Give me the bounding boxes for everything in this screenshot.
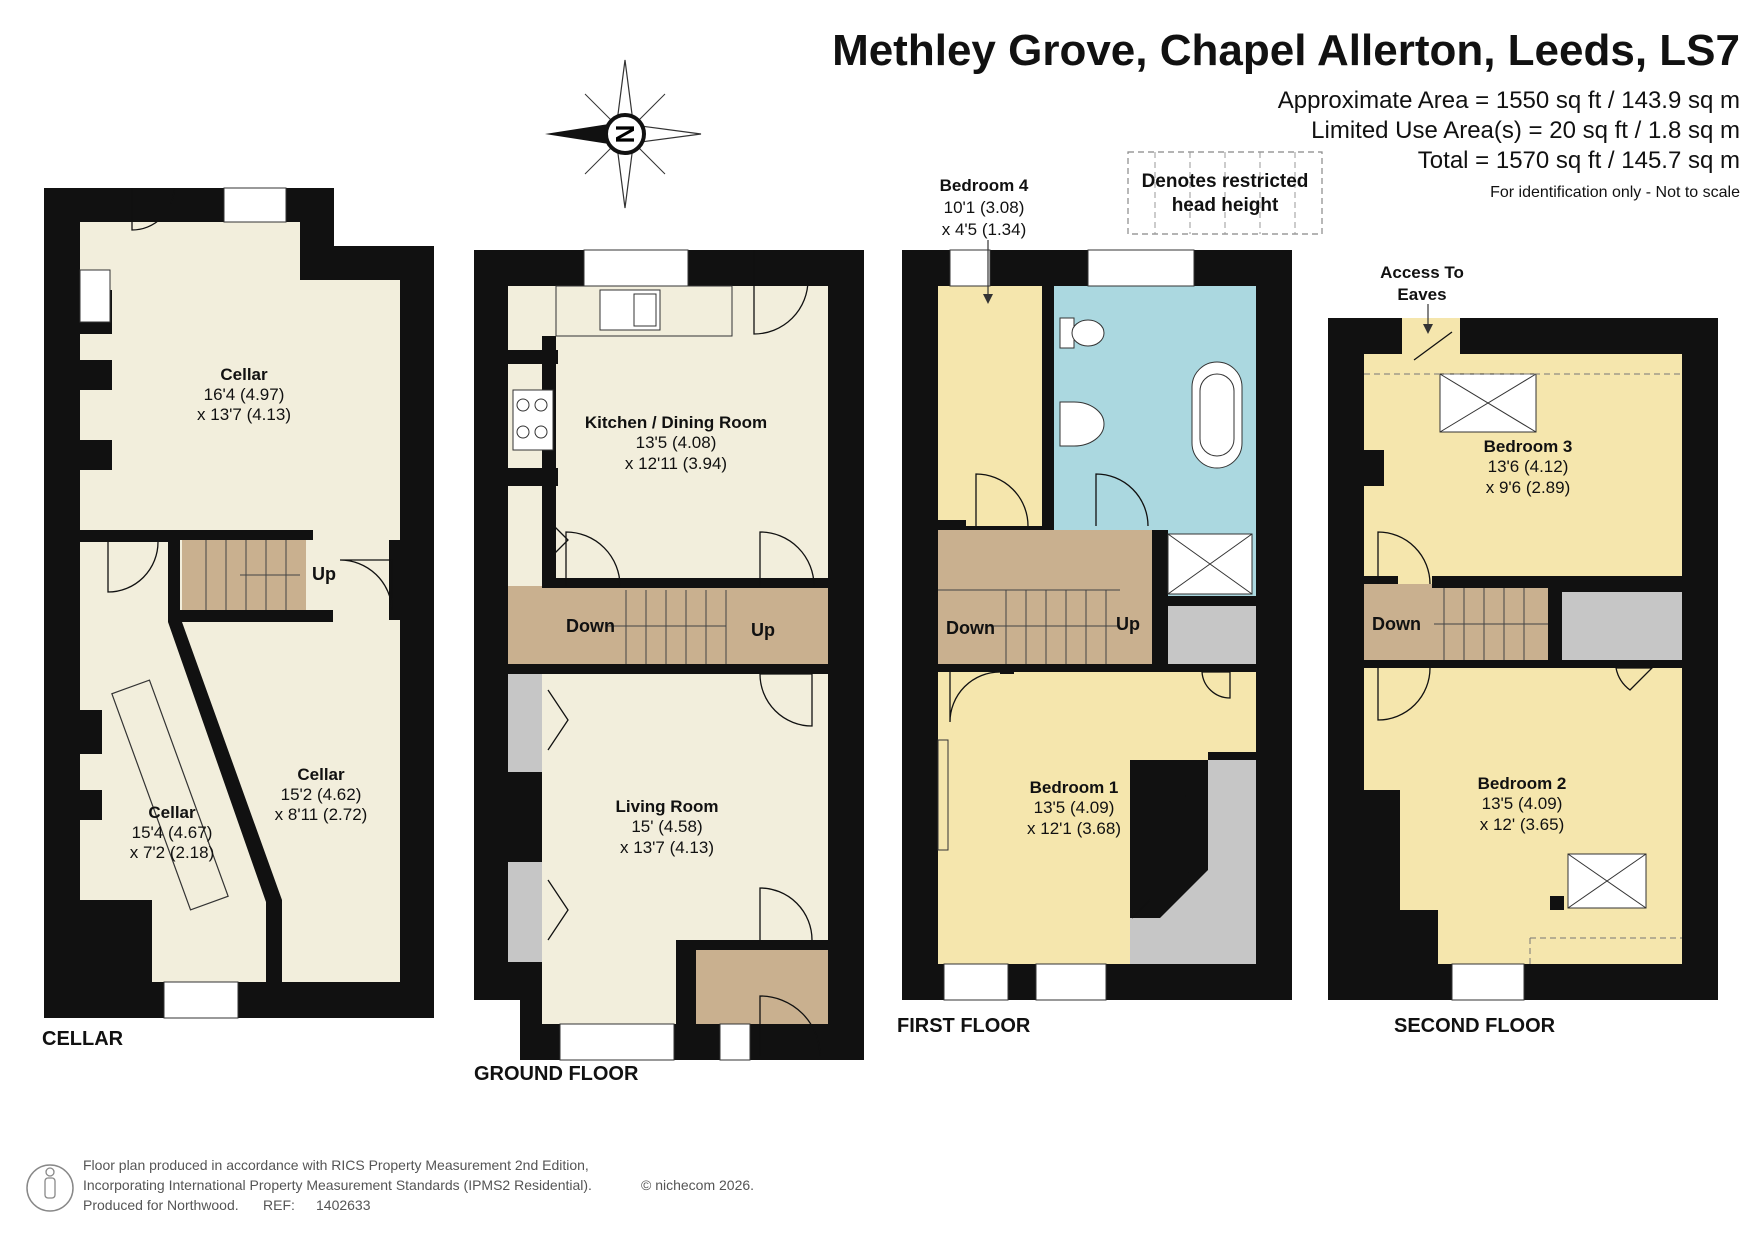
footer-line-3: Produced for Northwood. bbox=[83, 1197, 239, 1213]
first-stair-up: Up bbox=[1116, 614, 1140, 634]
kitchen-name: Kitchen / Dining Room bbox=[585, 413, 767, 432]
person-logo-icon bbox=[26, 1164, 74, 1212]
footer-ref-label: REF: bbox=[263, 1197, 295, 1213]
cellar-2-dim1: 15'2 (4.62) bbox=[281, 785, 362, 804]
bedroom-4-dim1: 10'1 (3.08) bbox=[944, 198, 1025, 217]
bedroom-2-dim2: x 12' (3.65) bbox=[1480, 815, 1565, 834]
cellar-3-name: Cellar bbox=[148, 803, 196, 822]
kitchen-dim2: x 12'11 (3.94) bbox=[625, 454, 727, 473]
eaves-access-line-2: Eaves bbox=[1397, 285, 1446, 304]
second-floor-plan: Down Access To Eaves Bedroom 3 13'6 (4.1… bbox=[1328, 263, 1718, 1037]
first-floor-label: FIRST FLOOR bbox=[897, 1015, 1031, 1037]
bedroom-2-dim1: 13'5 (4.09) bbox=[1482, 794, 1563, 813]
second-floor-label: SECOND FLOOR bbox=[1394, 1015, 1556, 1037]
second-stair-down: Down bbox=[1372, 614, 1421, 634]
bedroom-3-dim2: x 9'6 (2.89) bbox=[1486, 478, 1571, 497]
bedroom-1-name: Bedroom 1 bbox=[1030, 778, 1119, 797]
cellar-1-name: Cellar bbox=[220, 365, 268, 384]
bedroom-1-dim1: 13'5 (4.09) bbox=[1034, 798, 1115, 817]
living-room-dim1: 15' (4.58) bbox=[631, 817, 702, 836]
ground-floor-plan: Down Up Kitchen / Dining Room 13'5 (4.08… bbox=[474, 249, 864, 1085]
eaves-access-line-1: Access To bbox=[1380, 263, 1464, 282]
ground-stair-up: Up bbox=[751, 620, 775, 640]
first-floor-plan: Down Up Bedroom 4 10'1 (3.08) x 4'5 (1.3… bbox=[897, 176, 1292, 1037]
cellar-1-dim2: x 13'7 (4.13) bbox=[197, 405, 291, 424]
cellar-1-dim1: 16'4 (4.97) bbox=[204, 385, 285, 404]
restricted-height-legend: Denotes restricted head height bbox=[1127, 151, 1323, 235]
footer-line-1: Floor plan produced in accordance with R… bbox=[83, 1157, 589, 1173]
living-room-dim2: x 13'7 (4.13) bbox=[620, 838, 714, 857]
approximate-area: Approximate Area = 1550 sq ft / 143.9 sq… bbox=[1278, 87, 1740, 114]
compass-rose-icon: N bbox=[545, 59, 702, 209]
bedroom-4-dim2: x 4'5 (1.34) bbox=[942, 220, 1027, 239]
legend-line-1: Denotes restricted bbox=[1142, 171, 1309, 192]
legend-line-2: head height bbox=[1172, 195, 1279, 216]
page-title: Methley Grove, Chapel Allerton, Leeds, L… bbox=[832, 26, 1740, 75]
bedroom-3-name: Bedroom 3 bbox=[1484, 437, 1573, 456]
cellar-plan: Up Cellar 16'4 (4.97) x 13'7 (4.13) Cell… bbox=[42, 187, 434, 1050]
bedroom-2-name: Bedroom 2 bbox=[1478, 774, 1567, 793]
cellar-3-dim2: x 7'2 (2.18) bbox=[130, 843, 215, 862]
footer-ref: 1402633 bbox=[316, 1197, 371, 1213]
cellar-stair-up: Up bbox=[312, 564, 336, 584]
cellar-2-dim2: x 8'11 (2.72) bbox=[275, 805, 368, 824]
cellar-floor-label: CELLAR bbox=[42, 1028, 124, 1050]
limited-use-area: Limited Use Area(s) = 20 sq ft / 1.8 sq … bbox=[1311, 117, 1740, 144]
compass-letter: N bbox=[610, 125, 640, 144]
ground-stair-down: Down bbox=[566, 616, 615, 636]
identification-note: For identification only - Not to scale bbox=[1490, 184, 1740, 201]
bedroom-3-dim1: 13'6 (4.12) bbox=[1488, 457, 1569, 476]
bedroom-1-dim2: x 12'1 (3.68) bbox=[1027, 819, 1121, 838]
first-stair-down: Down bbox=[946, 618, 995, 638]
kitchen-dim1: 13'5 (4.08) bbox=[636, 433, 717, 452]
footer-copyright: © nichecom 2026. bbox=[641, 1177, 754, 1193]
living-room-name: Living Room bbox=[616, 797, 719, 816]
ground-floor-label: GROUND FLOOR bbox=[474, 1063, 639, 1085]
bedroom-4-name: Bedroom 4 bbox=[940, 176, 1029, 195]
footer-line-2: Incorporating International Property Mea… bbox=[83, 1177, 592, 1193]
cellar-3-dim1: 15'4 (4.67) bbox=[132, 823, 213, 842]
cellar-2-name: Cellar bbox=[297, 765, 345, 784]
total-area: Total = 1570 sq ft / 145.7 sq m bbox=[1418, 147, 1740, 174]
